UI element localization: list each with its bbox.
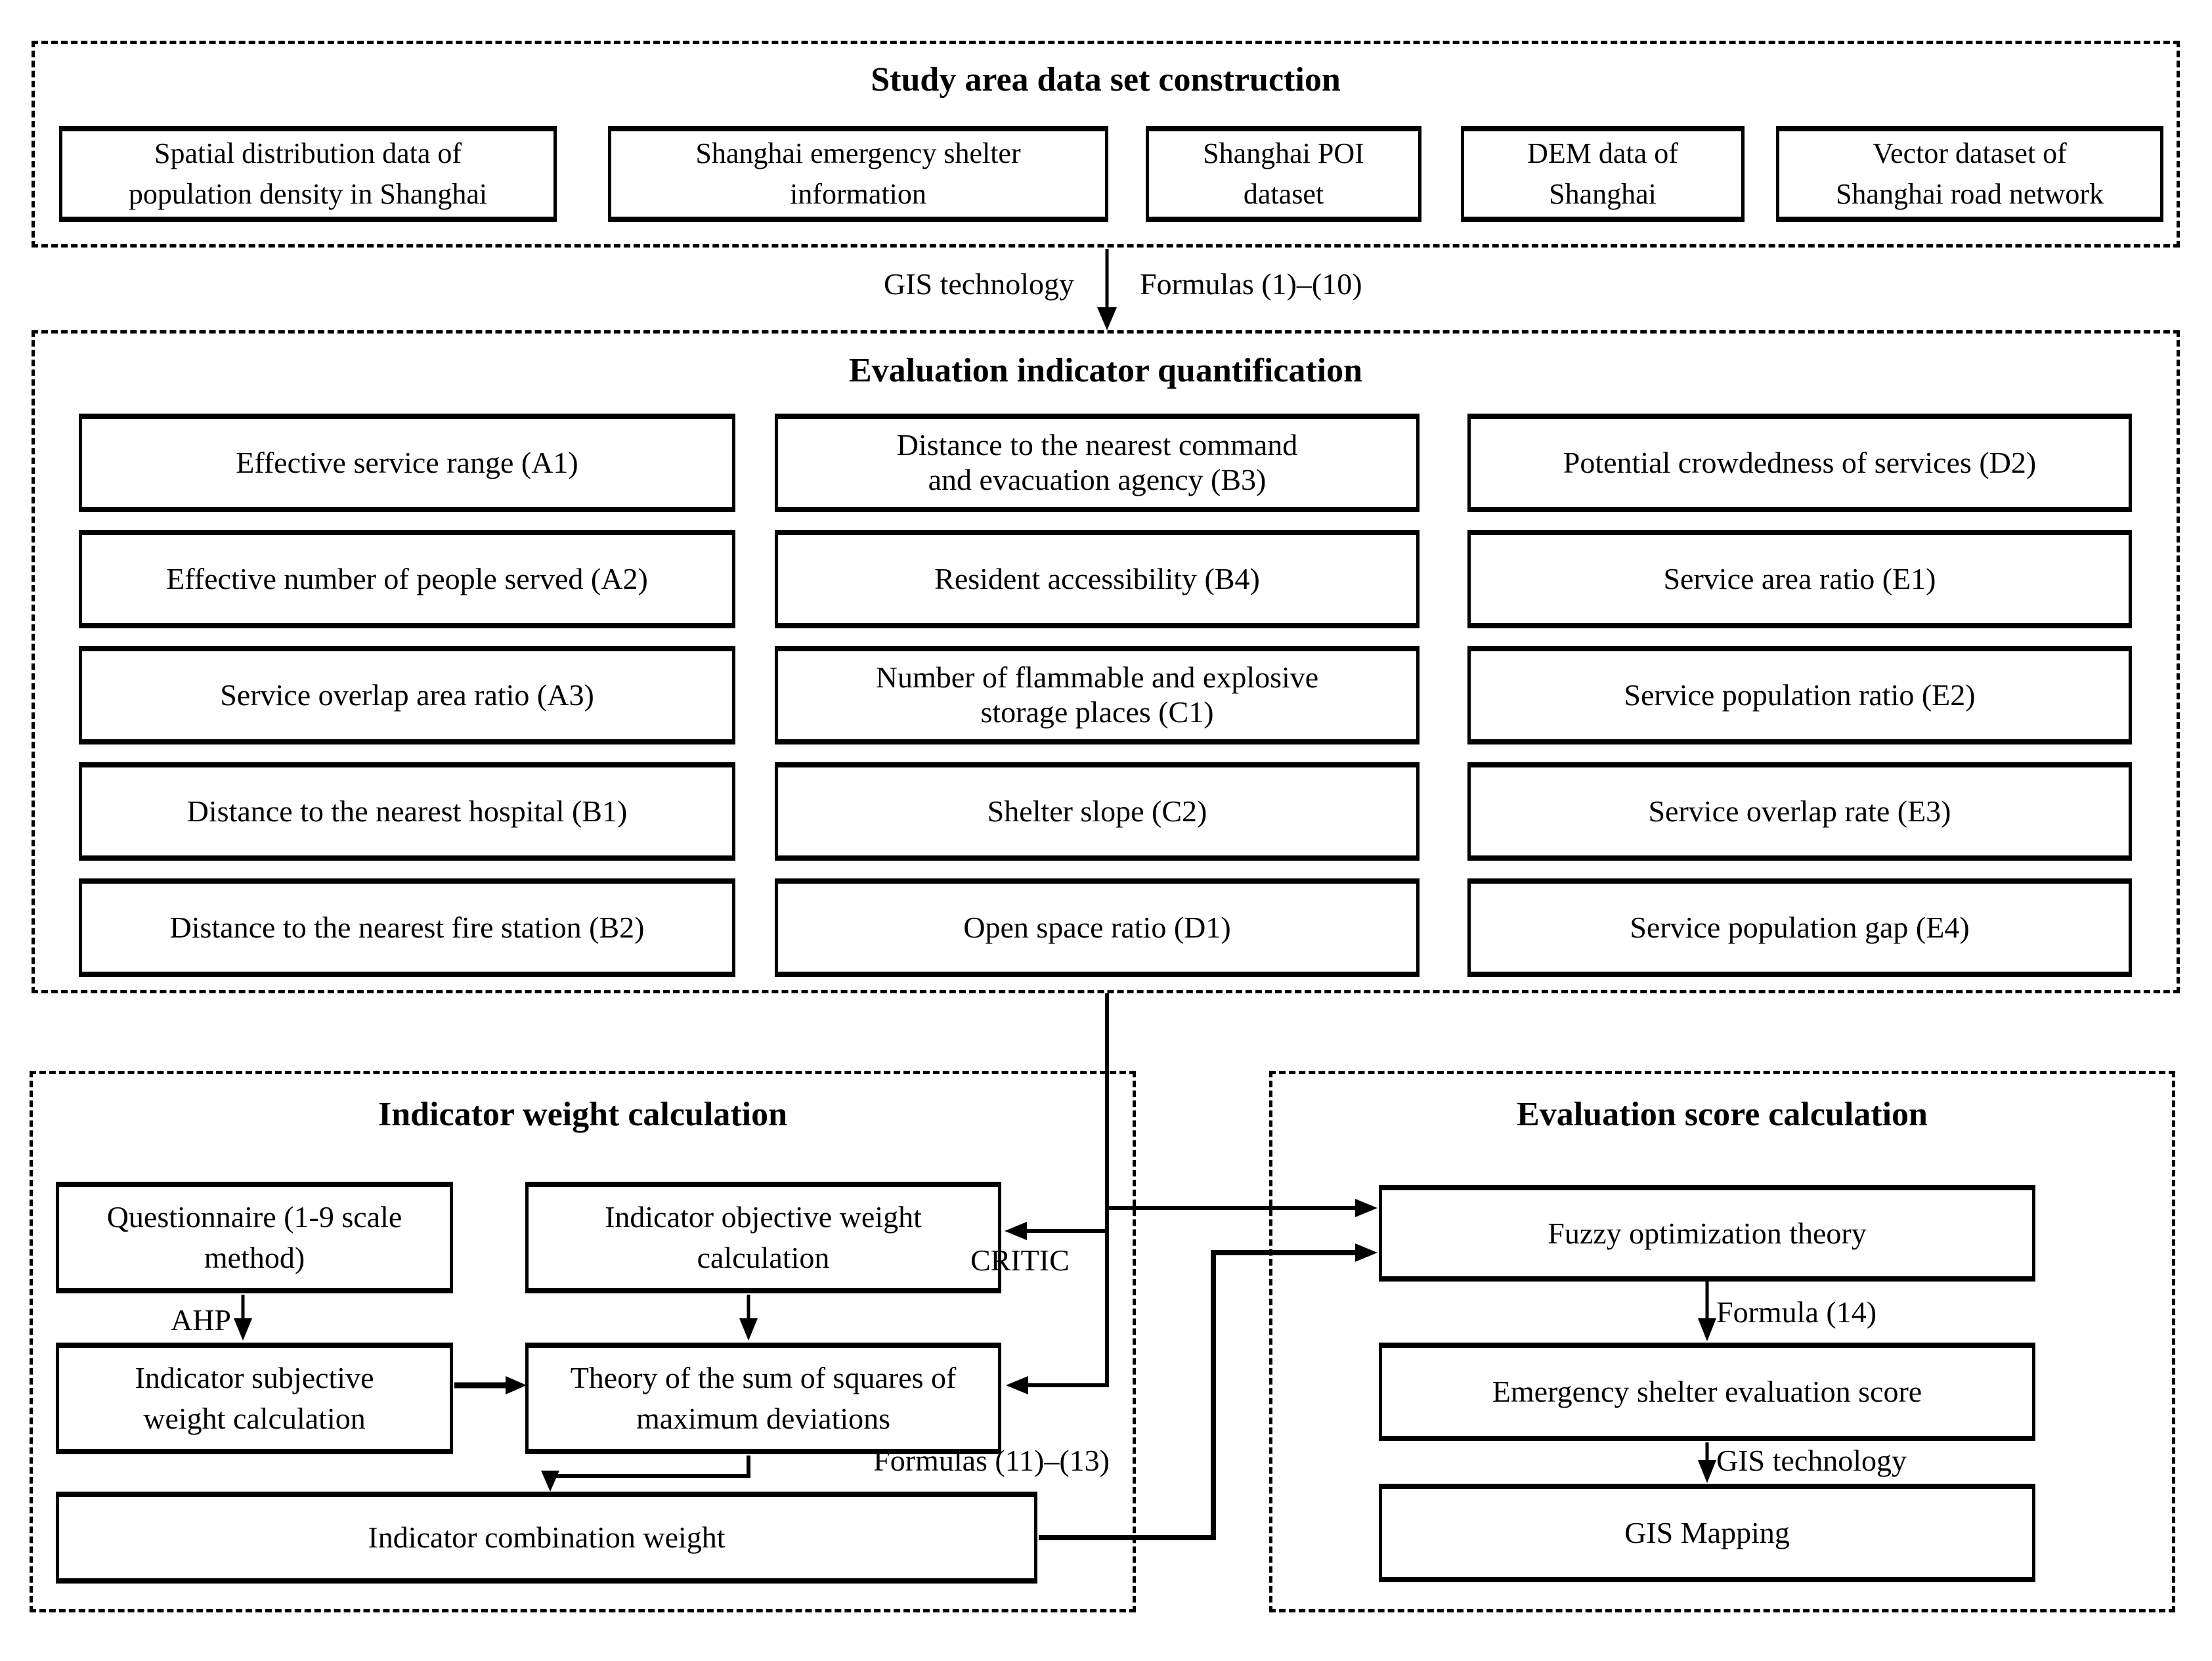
- box-distance-command-agency-b3: Distance to the nearest command and evac…: [775, 414, 1420, 512]
- box-poi-dataset: Shanghai POI dataset: [1146, 126, 1421, 222]
- box-dem-data: DEM data of Shanghai: [1461, 126, 1745, 222]
- box-questionnaire: Questionnaire (1-9 scale method): [56, 1182, 453, 1293]
- box-shelter-slope-c2: Shelter slope (C2): [775, 762, 1420, 861]
- box-effective-service-range-a1: Effective service range (A1): [79, 414, 735, 512]
- combination-to-fuzzy-line: [1039, 1250, 1358, 1540]
- box-potential-crowdedness-d2: Potential crowdedness of services (D2): [1467, 414, 2132, 512]
- indicator-weight-title: Indicator weight calculation: [378, 1096, 788, 1133]
- indicator-quantification-section: [32, 330, 2180, 993]
- ahp-label: AHP: [170, 1303, 231, 1337]
- arrowhead-right-fuzzy-lower: [1355, 1243, 1377, 1262]
- indicator-weight-section: [30, 1071, 1136, 1612]
- arrowhead-down-objective: [739, 1318, 758, 1341]
- box-service-overlap-area-ratio-a3: Service overlap area ratio (A3): [79, 646, 735, 744]
- box-effective-people-served-a2: Effective number of people served (A2): [79, 530, 735, 628]
- box-subjective-weight-calculation: Indicator subjective weight calculation: [56, 1343, 453, 1454]
- box-service-area-ratio-e1: Service area ratio (E1): [1467, 530, 2132, 628]
- study-area-title: Study area data set construction: [871, 61, 1341, 98]
- arrowhead-down-top: [1097, 307, 1117, 330]
- arrowhead-left-theory: [1006, 1376, 1028, 1394]
- arrowhead-down-ahp: [234, 1318, 252, 1341]
- arrowhead-down-combination: [541, 1471, 559, 1492]
- box-population-density-data: Spatial distribution data of population …: [59, 126, 557, 222]
- arrowhead-right-fuzzy-upper: [1355, 1199, 1377, 1217]
- evaluation-score-section: [1269, 1071, 2175, 1612]
- formula-14-label: Formula (14): [1716, 1295, 1877, 1329]
- box-fuzzy-optimization-theory: Fuzzy optimization theory: [1379, 1185, 2035, 1282]
- formulas-1-10-label: Formulas (1)–(10): [1140, 267, 1362, 301]
- box-theory-sum-squares: Theory of the sum of squares of maximum …: [525, 1343, 1001, 1454]
- box-service-population-gap-e4: Service population gap (E4): [1467, 878, 2132, 977]
- study-area-section: [32, 41, 2180, 248]
- box-objective-weight-calculation: Indicator objective weight calculation: [525, 1182, 1001, 1293]
- formulas-11-13-label: Formulas (11)–(13): [873, 1444, 1110, 1477]
- arrowhead-down-evaluation: [1698, 1318, 1716, 1341]
- box-emergency-shelter-score: Emergency shelter evaluation score: [1379, 1343, 2035, 1441]
- box-service-overlap-rate-e3: Service overlap rate (E3): [1467, 762, 2132, 861]
- box-road-network-dataset: Vector dataset of Shanghai road network: [1776, 126, 2163, 222]
- arrowhead-down-mapping: [1698, 1460, 1716, 1483]
- evaluation-score-title: Evaluation score calculation: [1517, 1096, 1928, 1133]
- indicators-lower-connector: [1014, 993, 1109, 1387]
- box-resident-accessibility-b4: Resident accessibility (B4): [775, 530, 1420, 628]
- box-distance-nearest-hospital-b1: Distance to the nearest hospital (B1): [79, 762, 735, 861]
- indicator-quantification-title: Evaluation indicator quantification: [848, 352, 1363, 389]
- critic-label: CRITIC: [970, 1243, 1070, 1277]
- box-indicator-combination-weight: Indicator combination weight: [56, 1492, 1037, 1584]
- box-open-space-ratio-d1: Open space ratio (D1): [775, 878, 1420, 977]
- gis-technology-bottom-label: GIS technology: [1716, 1444, 1907, 1477]
- gis-technology-top-label: GIS technology: [883, 267, 1074, 301]
- arrowhead-left-critic: [1005, 1222, 1027, 1240]
- box-flammable-explosive-places-c1: Number of flammable and explosive storag…: [775, 646, 1420, 744]
- box-gis-mapping: GIS Mapping: [1379, 1484, 2035, 1582]
- arrowhead-right-theory: [506, 1376, 527, 1394]
- box-emergency-shelter-information: Shanghai emergency shelter information: [608, 126, 1108, 222]
- box-service-population-ratio-e2: Service population ratio (E2): [1467, 646, 2132, 744]
- box-distance-nearest-fire-station-b2: Distance to the nearest fire station (B2…: [79, 878, 735, 977]
